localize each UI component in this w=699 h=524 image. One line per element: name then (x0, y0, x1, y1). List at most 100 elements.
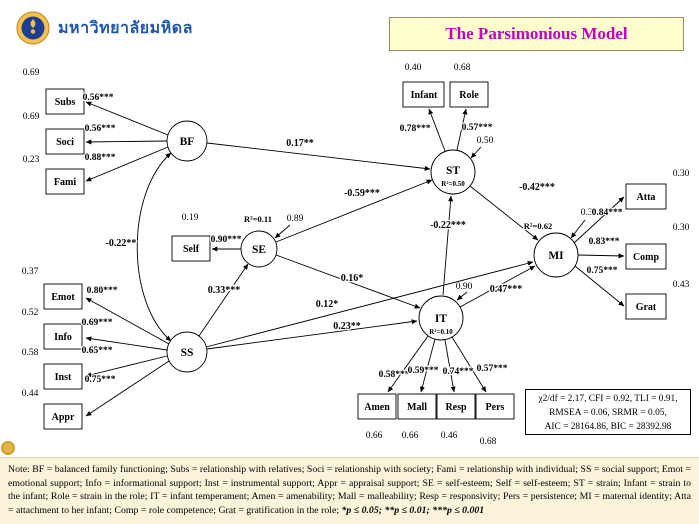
fit-line-1: χ2/df = 2.17, CFI = 0.92, TLI = 0.91, (538, 394, 678, 404)
model-title-box: The Parsimonious Model (389, 17, 684, 51)
fit-line-2: RMSEA = 0.06, SRMR = 0.05, (549, 408, 667, 419)
error-label-appr: 0.44 (22, 389, 39, 399)
loading-label-self: 0.90*** (211, 235, 242, 245)
disturbance-label-st: 0.50 (477, 136, 494, 146)
error-label-atta: 0.30 (673, 169, 690, 179)
arrow-disturbance-se (274, 224, 291, 239)
indicator-label-subs: Subs (55, 97, 76, 108)
arrow-disturbance-mi (570, 219, 586, 239)
loading-label-comp: 0.83*** (589, 237, 620, 247)
latent-st (430, 149, 476, 195)
arrow-ss-info (85, 336, 168, 351)
indicator-label-info: Info (54, 332, 72, 343)
latent-label-it: IT (435, 313, 447, 325)
error-label-resp: 0.46 (441, 431, 458, 441)
r2-label-se: R²=0.11 (244, 214, 272, 224)
disturbance-label-se: 0.89 (287, 214, 304, 224)
disturbance-label-mi: 0.38 (581, 208, 598, 218)
loading-label-appr: 0.75*** (85, 375, 116, 385)
latent-mi (533, 232, 579, 278)
indicator-label-role: Role (459, 90, 479, 101)
r2-label-mi: R²=0.62 (524, 221, 552, 231)
arrow-st-infant (428, 108, 446, 152)
indicator-resp (436, 393, 476, 420)
indicator-fami (45, 168, 85, 195)
arrow-st-role (456, 108, 468, 151)
indicator-label-comp: Comp (633, 252, 660, 263)
footnote-text: Note: BF = balanced family functioning; … (8, 464, 691, 516)
arrow-it-mi (459, 265, 536, 308)
indicator-label-resp: Resp (445, 402, 467, 413)
indicator-pers (475, 393, 515, 420)
arrow-it-st (442, 195, 454, 296)
path-label-ss-mi: 0.12* (316, 299, 339, 310)
indicator-label-amen: Amen (364, 402, 390, 413)
indicator-label-grat: Grat (636, 302, 657, 313)
arrow-it-mall (419, 338, 436, 393)
indicator-mall (397, 393, 437, 420)
indicator-label-soci: Soci (56, 137, 74, 148)
arrow-bf-fami (85, 146, 169, 182)
error-label-mall: 0.66 (402, 431, 419, 441)
error-label-fami: 0.23 (23, 155, 40, 165)
error-label-role: 0.68 (454, 63, 471, 73)
indicator-grat (625, 293, 667, 320)
loading-label-emot: 0.80*** (87, 286, 118, 296)
mahidol-logo-icon (16, 11, 50, 45)
loading-label-resp: 0.74*** (443, 367, 474, 377)
indicator-label-pers: Pers (486, 402, 505, 413)
arrow-disturbance-it (456, 291, 468, 301)
arrow-bf-soci (85, 139, 168, 145)
indicator-infant (402, 81, 445, 108)
path-label-ss-it: 0.23** (333, 321, 361, 332)
university-brand: มหาวิทยาลัยมหิดล (16, 11, 193, 45)
path-label-se-st: -0.59*** (344, 188, 380, 199)
indicator-label-emot: Emot (51, 292, 75, 303)
arrow-ss-mi (205, 260, 534, 348)
path-label-st-mi: -0.42*** (519, 182, 555, 193)
arrow-ss-it (206, 319, 418, 350)
arrow-ss-emot (85, 297, 170, 345)
indicator-label-mall: Mall (407, 402, 427, 413)
indicator-emot (43, 283, 83, 310)
r2-label-it: R²=0.10 (429, 328, 453, 336)
path-label-ss-se: 0.33*** (208, 285, 241, 296)
loading-label-grat: 0.75*** (587, 266, 618, 276)
error-label-inst: 0.58 (22, 348, 39, 358)
indicator-atta (625, 183, 667, 210)
path-label-bf-ss-covariance: -0.22** (106, 238, 137, 249)
latent-se (240, 230, 278, 268)
indicator-amen (357, 393, 397, 420)
corner-watermark (1, 441, 15, 455)
error-label-self: 0.19 (182, 213, 199, 223)
error-label-emot: 0.37 (22, 267, 39, 277)
loading-label-atta: 0.84*** (592, 208, 623, 218)
arrow-it-amen (387, 335, 429, 393)
arrow-disturbance-st (470, 146, 482, 159)
path-label-se-it: 0.16* (341, 273, 364, 284)
latent-ss (166, 331, 208, 373)
latent-label-se: SE (252, 244, 266, 256)
indicator-comp (625, 243, 667, 270)
loading-label-soci: 0.56*** (85, 124, 116, 134)
error-label-subs: 0.69 (23, 68, 40, 78)
arrow-se-it (275, 254, 421, 309)
latent-label-ss: SS (181, 347, 194, 359)
path-label-bf-st: 0.17** (286, 138, 314, 149)
indicator-self (171, 235, 211, 262)
loading-label-amen: 0.58*** (379, 370, 410, 380)
indicator-info (43, 323, 83, 350)
loading-label-mall: 0.59*** (408, 366, 439, 376)
latent-label-bf: BF (180, 136, 195, 148)
error-label-comp: 0.30 (673, 223, 690, 233)
loading-label-fami: 0.88*** (85, 153, 116, 163)
indicator-label-atta: Atta (637, 192, 656, 203)
error-label-amen: 0.66 (366, 431, 383, 441)
path-label-it-st: -0.22*** (430, 220, 466, 231)
arrow-bf-ss-covariance (136, 152, 172, 342)
error-label-pers: 0.68 (480, 437, 497, 447)
arrow-se-st (275, 179, 433, 243)
indicator-subs (45, 88, 85, 115)
latent-label-st: ST (446, 165, 460, 177)
